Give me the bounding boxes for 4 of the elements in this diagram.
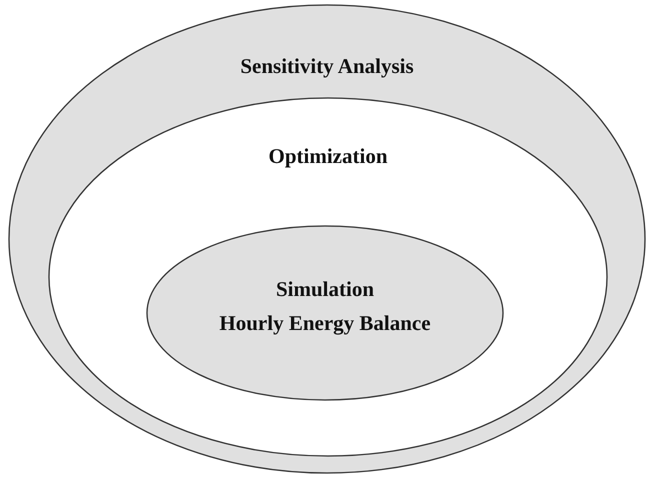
ellipse-label: Simulation	[276, 277, 374, 301]
ellipse-label: Optimization	[268, 144, 388, 168]
ellipse-label: Sensitivity Analysis	[240, 54, 414, 78]
ellipse-sublabel: Hourly Energy Balance	[219, 311, 431, 335]
